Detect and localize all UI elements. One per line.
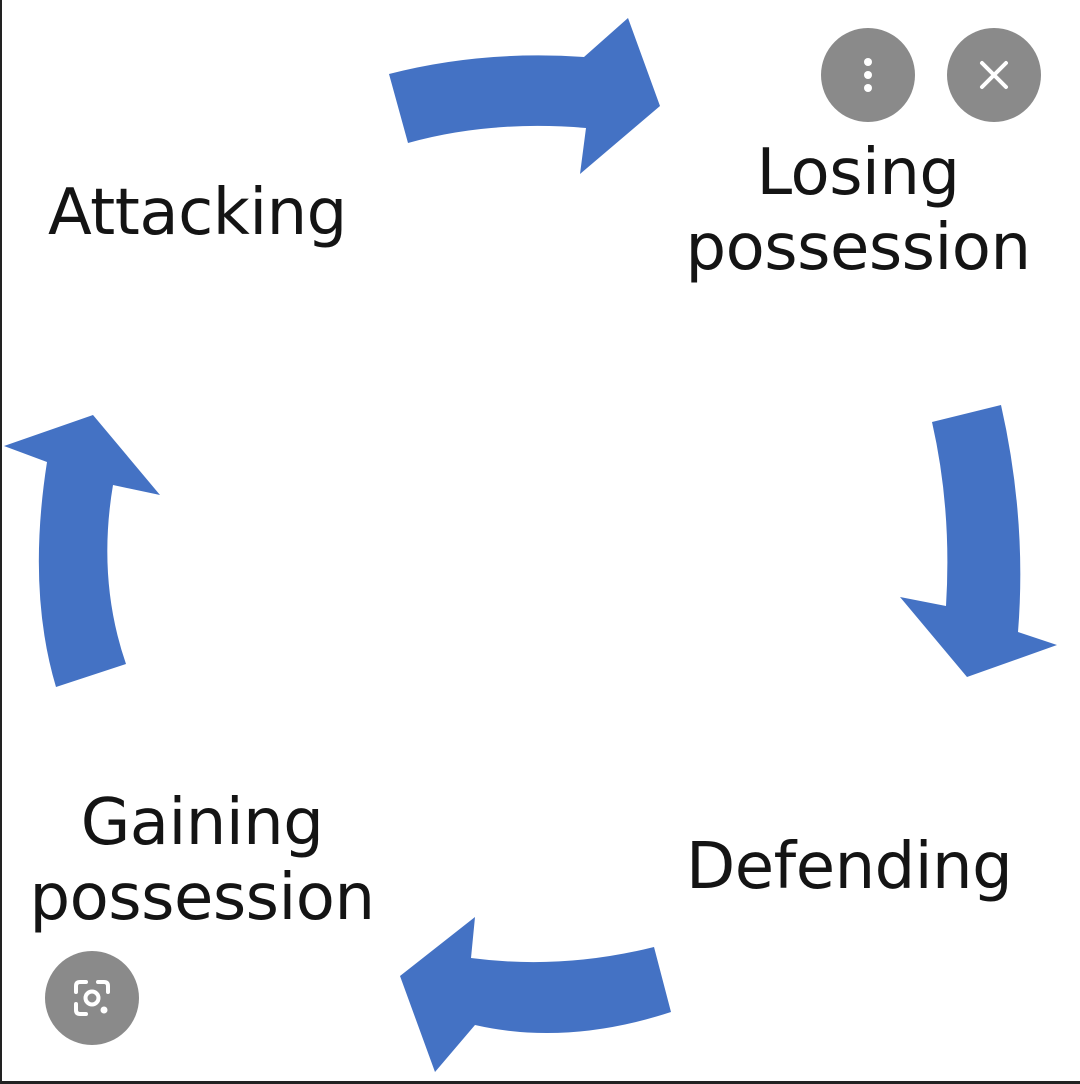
more-options-button[interactable] <box>821 28 915 122</box>
arrow-gaining-to-attacking <box>4 415 160 687</box>
stage-attacking: Attacking <box>48 176 347 250</box>
more-vert-icon <box>864 58 872 92</box>
stage-losing-possession: Losing possession <box>685 136 1031 285</box>
stage-gaining-possession: Gaining possession <box>29 786 375 935</box>
arrow-attacking-to-losing <box>389 18 660 174</box>
stage-defending: Defending <box>686 830 1013 904</box>
close-button[interactable] <box>947 28 1041 122</box>
visual-search-button[interactable] <box>45 951 139 1045</box>
close-icon <box>980 61 1008 89</box>
visual-search-icon <box>74 980 110 1016</box>
arrow-losing-to-defending <box>900 405 1057 677</box>
arrow-defending-to-gaining <box>400 917 671 1072</box>
